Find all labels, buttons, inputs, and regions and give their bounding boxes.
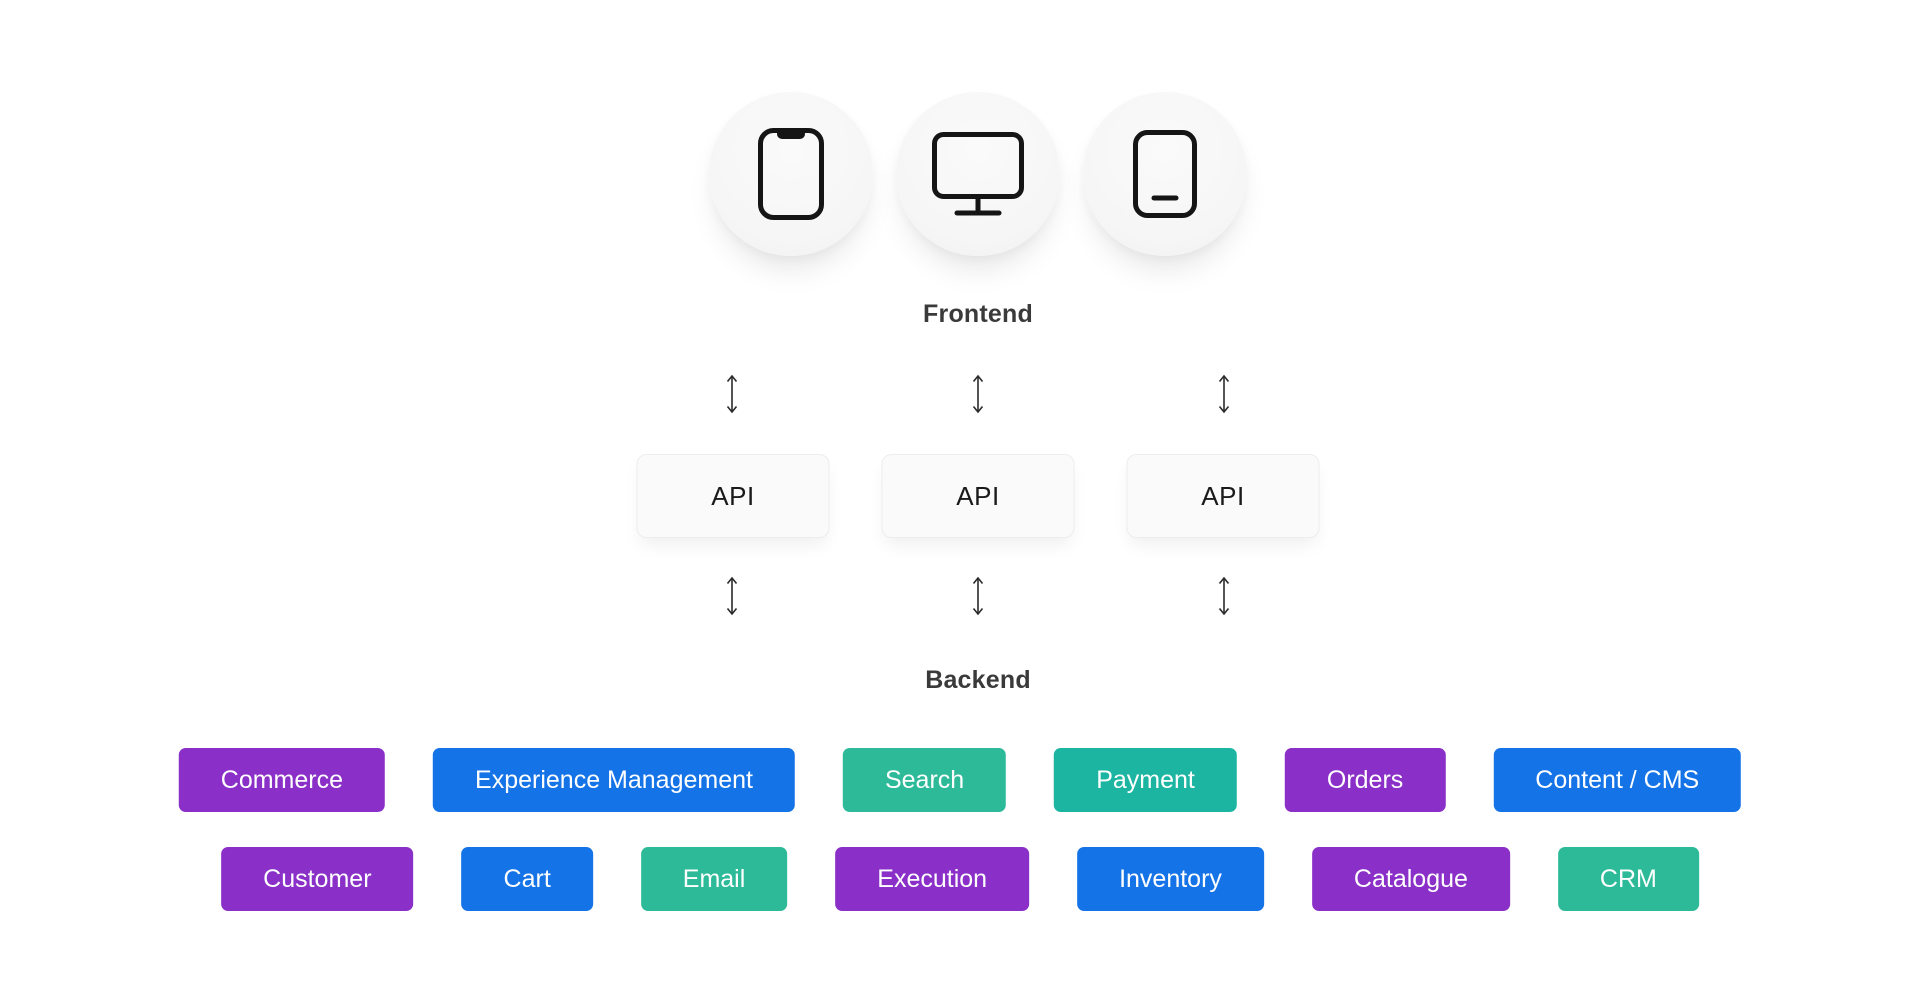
service-badge: Cart: [461, 847, 593, 911]
frontend-label: Frontend: [923, 300, 1033, 328]
bidirectional-arrow-icon: [970, 372, 986, 416]
service-badge: Content / CMS: [1493, 748, 1742, 812]
tablet-icon: [1131, 128, 1199, 220]
bidirectional-arrow-icon: [724, 372, 740, 416]
backend-services-row-2: Customer Cart Email Execution Inventory …: [221, 847, 1699, 911]
service-badge: Customer: [221, 847, 414, 911]
monitor-icon: [930, 130, 1026, 218]
service-badge: Email: [640, 847, 788, 911]
bidirectional-arrow-icon: [724, 574, 740, 618]
frontend-devices-row: [709, 92, 1247, 256]
bidirectional-arrow-icon: [970, 574, 986, 618]
service-badge: Orders: [1284, 748, 1446, 812]
service-badge: Search: [842, 748, 1007, 812]
device-circle-phone: [709, 92, 873, 256]
api-box: API: [1126, 454, 1320, 538]
bidirectional-arrow-icon: [1216, 372, 1232, 416]
api-backend-arrows-row: [724, 574, 1232, 618]
backend-services-row-1: Commerce Experience Management Search Pa…: [178, 748, 1742, 812]
smartphone-icon: [756, 126, 826, 222]
device-circle-monitor: [896, 92, 1060, 256]
service-badge: Payment: [1054, 748, 1237, 812]
service-badge: Experience Management: [433, 748, 795, 812]
service-badge: Commerce: [178, 748, 386, 812]
api-box: API: [636, 454, 830, 538]
service-badge: Execution: [835, 847, 1030, 911]
service-badge: CRM: [1557, 847, 1699, 911]
api-box: API: [881, 454, 1075, 538]
device-circle-tablet: [1083, 92, 1247, 256]
service-badge: Catalogue: [1311, 847, 1510, 911]
bidirectional-arrow-icon: [1216, 574, 1232, 618]
api-layer-row: API API API: [636, 454, 1320, 538]
frontend-api-arrows-row: [724, 372, 1232, 416]
service-badge: Inventory: [1077, 847, 1264, 911]
backend-label: Backend: [925, 666, 1031, 694]
